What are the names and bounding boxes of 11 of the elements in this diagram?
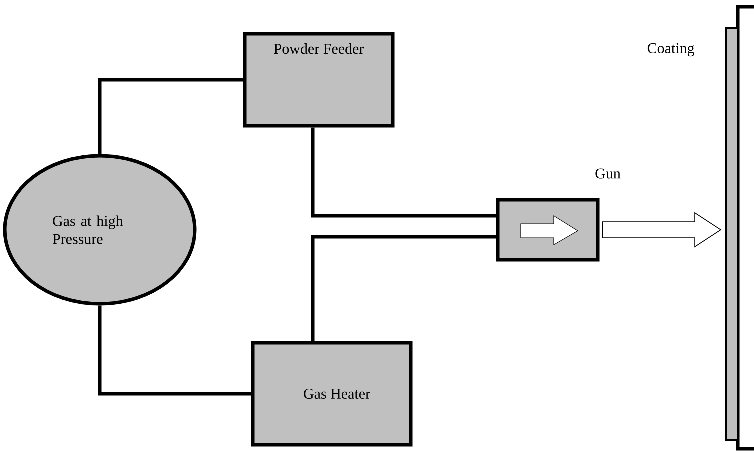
block-arrow xyxy=(602,212,722,248)
substrate-box xyxy=(736,5,754,451)
process-box: Gas Heater xyxy=(251,341,413,447)
pipe-line xyxy=(311,235,496,342)
process-box: Powder Feeder xyxy=(243,32,395,128)
node-label: Coating xyxy=(648,43,695,57)
pipe-line xyxy=(98,306,252,396)
pipe-line xyxy=(98,78,244,154)
coating-layer: Coating xyxy=(648,27,740,441)
node-label: Gun xyxy=(596,168,621,179)
pipe-line xyxy=(311,128,496,218)
